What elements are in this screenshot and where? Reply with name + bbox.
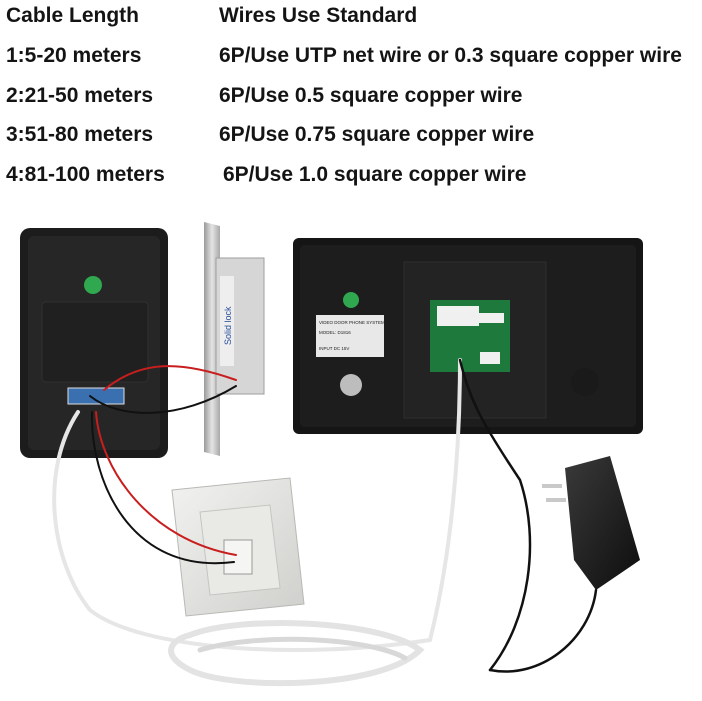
adapter-prong <box>546 498 566 502</box>
indoor-monitor: VIDEO DOOR PHONE SYSTEM MODEL: D1816 INP… <box>293 238 643 434</box>
wire-standard-cell: 6P/Use 0.5 square copper wire <box>219 84 523 107</box>
cable-length-cell: 3:51-80 meters <box>6 123 154 146</box>
white-cable <box>428 358 462 642</box>
monitor-label-title: VIDEO DOOR PHONE SYSTEM <box>319 320 385 325</box>
power-cord <box>458 358 532 672</box>
panel-terminal-block <box>67 387 125 405</box>
black-wire <box>90 411 235 565</box>
monitor-round-sticker <box>340 374 362 396</box>
wire-standard-cell: 6P/Use 0.75 square copper wire <box>219 123 535 146</box>
intercom-wiring-photo: Solid lock VIDEO DOOR PHONE SYSTEM MODEL… <box>20 222 643 687</box>
table-header-row: Cable Length Wires Use Standard <box>0 0 702 36</box>
monitor-connector <box>437 306 479 326</box>
cable-length-cell: 2:21-50 meters <box>6 84 154 107</box>
monitor-label-model: MODEL: D1816 <box>319 330 351 335</box>
junction-terminal <box>223 539 253 575</box>
adapter-prong <box>542 484 562 488</box>
lock-label-text: Solid lock <box>223 306 233 345</box>
adapter-body <box>565 456 640 590</box>
red-wire <box>95 411 237 556</box>
wire-standard-cell: 6P/Use UTP net wire or 0.3 square copper… <box>219 44 682 67</box>
monitor-connector <box>480 352 500 364</box>
lock-label-strip <box>220 276 234 366</box>
speaker-grille-icon <box>571 368 599 396</box>
table-row: 3:51-80 meters 6P/Use 0.75 square copper… <box>0 119 702 155</box>
power-cord <box>488 588 598 673</box>
black-wire <box>89 385 237 414</box>
coiled-white-cable <box>197 636 408 661</box>
coiled-white-cable <box>168 620 425 687</box>
wiring <box>52 358 598 687</box>
monitor-rating-label <box>316 315 384 357</box>
wire-spec-table: Cable Length Wires Use Standard 1:5-20 m… <box>0 0 702 200</box>
header-wires-standard: Wires Use Standard <box>219 4 418 27</box>
table-row: 2:21-50 meters 6P/Use 0.5 square copper … <box>0 80 702 116</box>
monitor-label-input: INPUT DC 15V <box>319 346 349 351</box>
outdoor-camera-panel <box>20 228 168 458</box>
table-row: 4:81-100 meters 6P/Use 1.0 square copper… <box>0 159 702 195</box>
red-wire <box>103 365 237 391</box>
qc-sticker-icon <box>84 276 102 294</box>
wire-standard-cell: 6P/Use 1.0 square copper wire <box>223 163 527 186</box>
cable-length-cell: 1:5-20 meters <box>6 44 142 67</box>
electric-lock: Solid lock <box>204 222 265 456</box>
cable-length-cell: 4:81-100 meters <box>6 163 165 186</box>
junction-box <box>171 477 305 617</box>
white-cable <box>52 410 432 652</box>
table-row: 1:5-20 meters 6P/Use UTP net wire or 0.3… <box>0 40 702 76</box>
header-cable-length: Cable Length <box>6 4 140 27</box>
panel-back-cover <box>41 301 149 383</box>
power-adapter <box>542 456 640 590</box>
qc-sticker-icon <box>343 292 359 308</box>
monitor-connector <box>474 313 504 323</box>
